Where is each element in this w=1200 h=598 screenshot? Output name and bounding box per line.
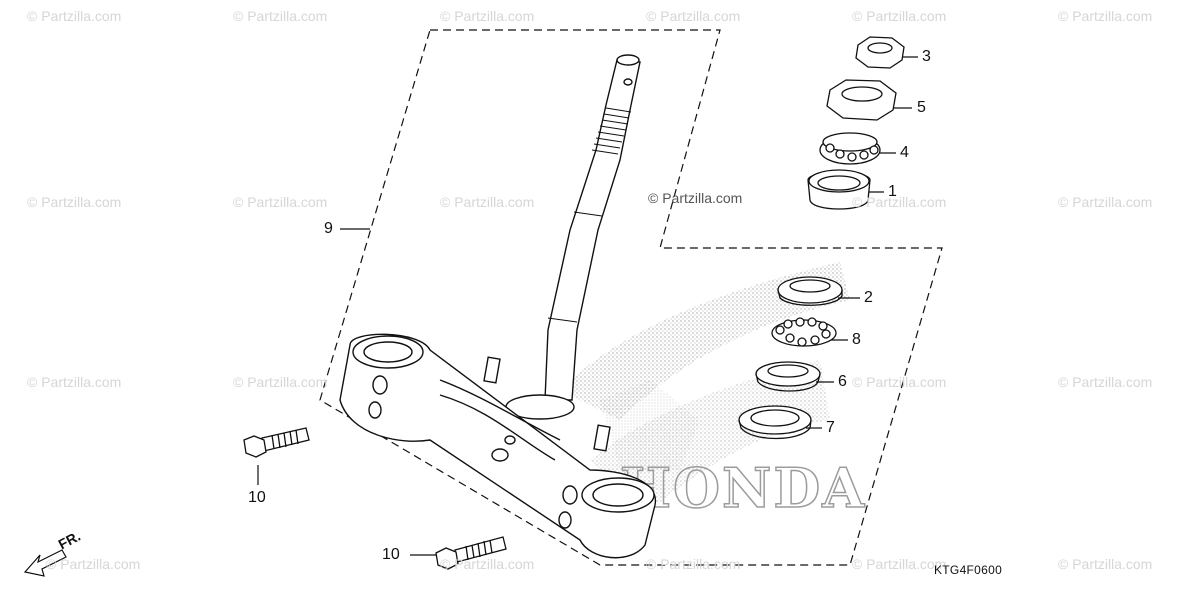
callout-10-upper[interactable]: 10: [248, 489, 266, 506]
callout-8[interactable]: 8: [852, 331, 861, 348]
callout-5[interactable]: 5: [917, 99, 926, 116]
callout-3[interactable]: 3: [922, 48, 931, 65]
shadow-stipple: [560, 262, 850, 510]
watermark: © Partzilla.com: [46, 556, 141, 572]
watermark: © Partzilla.com: [440, 194, 535, 210]
diagram-code: KTG4F0600: [934, 563, 1003, 577]
callout-4[interactable]: 4: [900, 144, 909, 161]
watermark: © Partzilla.com: [852, 556, 947, 572]
watermark: © Partzilla.com: [852, 374, 947, 390]
watermark: © Partzilla.com: [233, 8, 328, 24]
watermark: © Partzilla.com: [27, 194, 122, 210]
watermark: © Partzilla.com: [1058, 374, 1153, 390]
callout-10-lower[interactable]: 10: [382, 546, 400, 563]
lock-nut-3: [855, 36, 905, 69]
triple-clamp: [339, 333, 656, 559]
watermark: © Partzilla.com: [27, 374, 122, 390]
front-arrow-icon: [23, 549, 67, 577]
ball-bearing-4: [819, 132, 881, 165]
watermark: © Partzilla.com: [233, 374, 328, 390]
bolt-lower: [435, 536, 507, 570]
callout-9[interactable]: 9: [324, 220, 333, 237]
ball-bearing-8: [771, 317, 837, 347]
watermark: © Partzilla.com: [1058, 194, 1153, 210]
race-6: [755, 361, 821, 392]
watermark: © Partzilla.com: [27, 8, 122, 24]
watermark: © Partzilla.com: [440, 556, 535, 572]
callout-7[interactable]: 7: [826, 419, 835, 436]
watermark: © Partzilla.com: [1058, 556, 1153, 572]
bolt-upper: [243, 427, 310, 458]
callout-6[interactable]: 6: [838, 373, 847, 390]
watermark: © Partzilla.com: [646, 556, 741, 572]
watermark: © Partzilla.com: [852, 8, 947, 24]
honda-logo: HONDA: [600, 380, 865, 521]
watermark: © Partzilla.com: [440, 8, 535, 24]
watermark: © Partzilla.com: [852, 194, 947, 210]
watermark: © Partzilla.com: [233, 194, 328, 210]
callout-1[interactable]: 1: [888, 183, 897, 200]
watermark-center: © Partzilla.com: [648, 190, 743, 206]
callout-2[interactable]: 2: [864, 289, 873, 306]
race-2: [777, 276, 843, 306]
adjusting-nut-5: [826, 79, 897, 121]
watermark: © Partzilla.com: [1058, 8, 1153, 24]
bearing-race-1: [807, 169, 871, 210]
steering-stem: [505, 54, 641, 420]
dust-seal-7: [738, 405, 812, 440]
assembly-outline: [319, 29, 943, 566]
watermark: © Partzilla.com: [646, 8, 741, 24]
